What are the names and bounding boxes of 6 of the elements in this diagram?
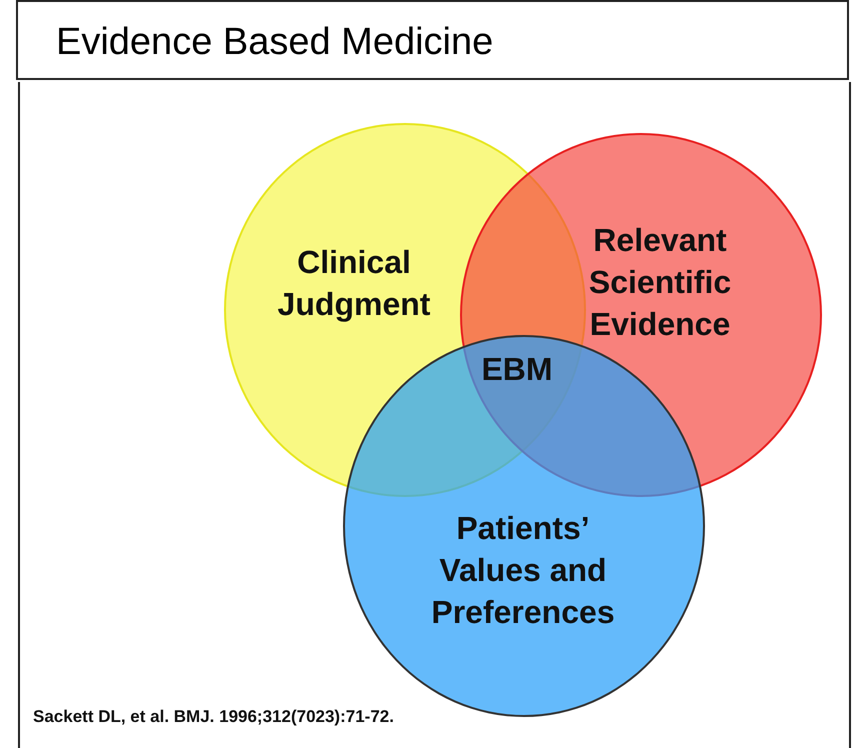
circle-label: Patients’ Values and Preferences [430, 509, 616, 632]
citation: Sackett DL, et al. BMJ. 1996;312(7023):71-72. [33, 707, 394, 727]
circle-label: Clinical Judgment [276, 243, 432, 324]
overlap-label: EBM [480, 350, 554, 389]
title: Evidence Based Medicine [56, 20, 494, 64]
circle-label: Relevant Scientific Evidence [588, 221, 732, 344]
